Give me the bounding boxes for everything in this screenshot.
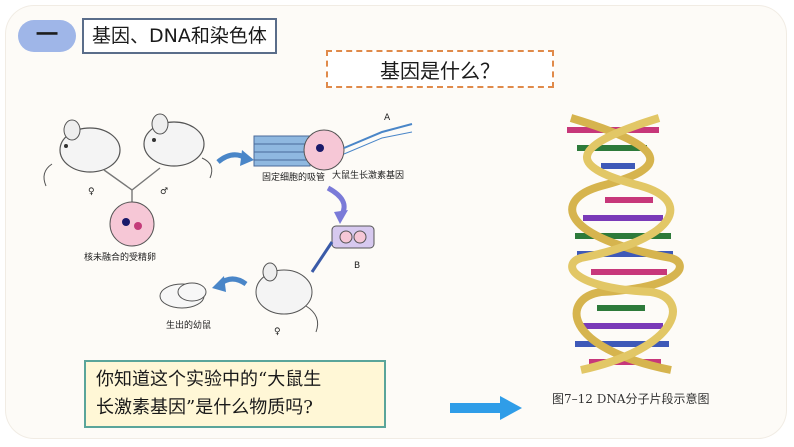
female-symbol: ♀ <box>88 187 95 197</box>
male-symbol: ♂ <box>160 187 168 197</box>
male-mouse-icon <box>143 113 213 179</box>
mother-symbol: ♀ <box>274 327 281 337</box>
gene-label: 大鼠生长激素基因 <box>332 169 404 181</box>
dna-double-helix-figure <box>567 114 684 374</box>
question-box: 基因是什么？ <box>326 50 554 88</box>
question-text: 基因是什么？ <box>380 58 500 83</box>
dna-caption: 图7–12 DNA分子片段示意图 <box>552 392 710 406</box>
label-a: A <box>384 113 391 123</box>
surrogate-mother-mouse-icon <box>255 262 319 333</box>
offspring-label: 生出的幼鼠 <box>166 319 211 331</box>
transgenic-mouse-experiment-figure: ♀ ♂ 核未融合的受精卵 A 大鼠生长激素基因 固定细胞的吸管 <box>43 113 413 337</box>
egg-label: 核未融合的受精卵 <box>84 251 156 263</box>
right-arrow-icon <box>450 396 522 420</box>
fertilized-egg-icon <box>109 201 155 247</box>
section-title: 基因、DNA和染色体 <box>82 18 277 54</box>
baby-mice-icon <box>159 282 207 309</box>
question-callout: 你知道这个实验中的“大鼠生 长激素基因”是什么物质吗? <box>84 360 386 428</box>
callout-line-2: 长激素基因”是什么物质吗? <box>96 397 313 418</box>
holding-pipette-icon <box>253 123 413 171</box>
sugar-phosphate-backbone <box>568 114 684 374</box>
section-number-badge: 一 <box>18 20 76 52</box>
callout-line-1: 你知道这个实验中的“大鼠生 <box>96 369 322 390</box>
slide: 一 基因、DNA和染色体 基因是什么？ ♀ ♂ 核未融合的受精卵 <box>6 6 786 438</box>
label-b: B <box>354 261 360 271</box>
female-mouse-icon <box>43 119 121 187</box>
injection-needle-icon <box>310 225 375 273</box>
section-number: 一 <box>35 23 58 48</box>
pipette-label: 固定细胞的吸管 <box>262 171 325 183</box>
